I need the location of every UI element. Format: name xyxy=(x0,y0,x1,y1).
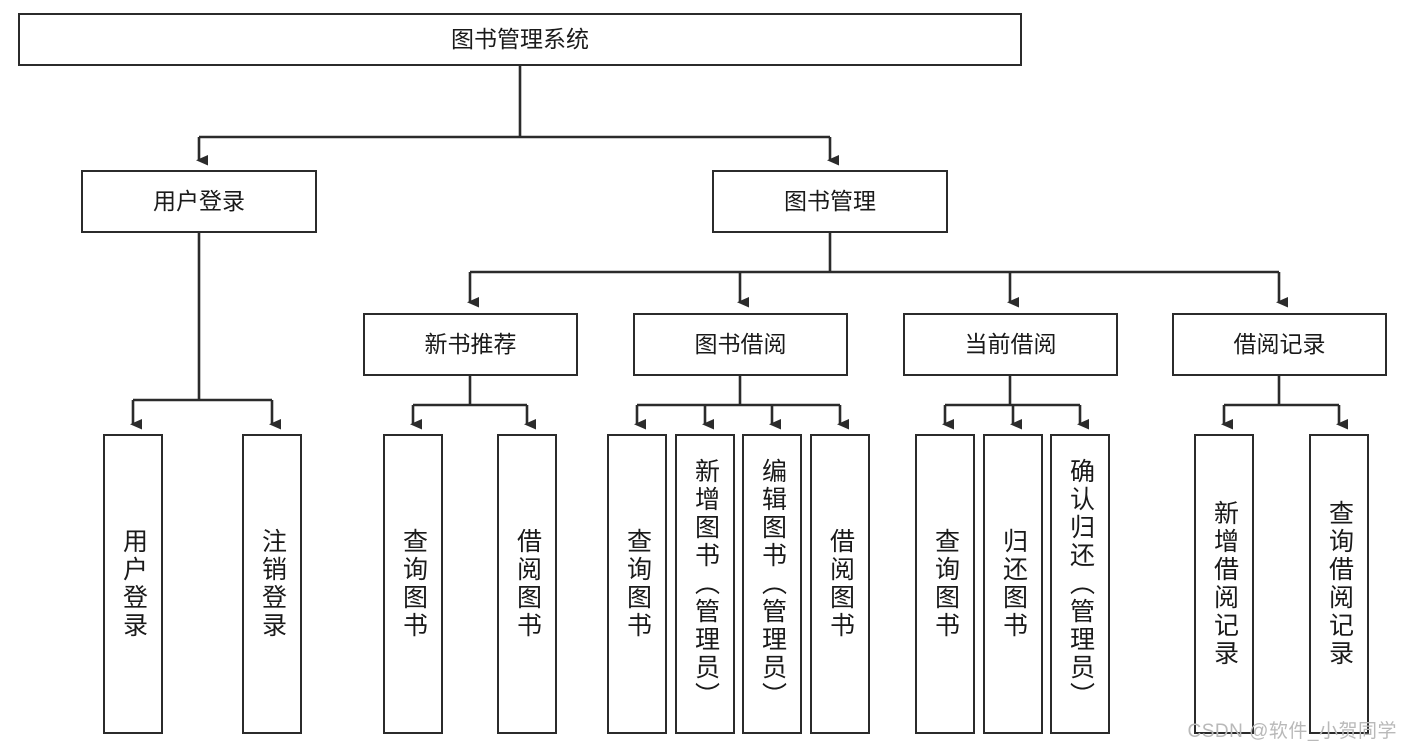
node-label: 新增图书（管理员） xyxy=(691,458,720,710)
node-label: 借阅记录 xyxy=(1233,330,1326,357)
node-book-borrow[interactable]: 图书借阅 xyxy=(633,313,848,376)
node-label: 查询图书 xyxy=(623,528,652,640)
leaf-query-book-current[interactable]: 查询图书 xyxy=(915,434,975,734)
leaf-edit-book[interactable]: 编辑图书（管理员） xyxy=(742,434,802,734)
node-label: 注销登录 xyxy=(258,528,287,640)
watermark: CSDN @软件_小贺同学 xyxy=(1187,721,1397,742)
leaf-query-book-recommend[interactable]: 查询图书 xyxy=(383,434,443,734)
leaf-borrow-book[interactable]: 借阅图书 xyxy=(810,434,870,734)
leaf-query-book-borrow[interactable]: 查询图书 xyxy=(607,434,667,734)
node-borrow-record[interactable]: 借阅记录 xyxy=(1172,313,1387,376)
leaf-logout[interactable]: 注销登录 xyxy=(242,434,302,734)
node-label: 新增借阅记录 xyxy=(1210,500,1239,668)
leaf-add-book[interactable]: 新增图书（管理员） xyxy=(675,434,735,734)
leaf-add-borrow-record[interactable]: 新增借阅记录 xyxy=(1194,434,1254,734)
node-label: 当前借阅 xyxy=(964,330,1057,357)
node-label: 归还图书 xyxy=(999,528,1028,640)
leaf-return-book[interactable]: 归还图书 xyxy=(983,434,1043,734)
node-label: 图书管理 xyxy=(784,187,876,214)
node-user-login[interactable]: 用户登录 xyxy=(81,170,317,233)
leaf-query-borrow-record[interactable]: 查询借阅记录 xyxy=(1309,434,1369,734)
leaf-confirm-return[interactable]: 确认归还（管理员） xyxy=(1050,434,1110,734)
node-label: 查询借阅记录 xyxy=(1325,500,1354,668)
node-current-borrow[interactable]: 当前借阅 xyxy=(903,313,1118,376)
node-label: 查询图书 xyxy=(399,528,428,640)
node-label: 用户登录 xyxy=(119,528,148,640)
leaf-user-login[interactable]: 用户登录 xyxy=(103,434,163,734)
node-book-management-system[interactable]: 图书管理系统 xyxy=(18,13,1022,66)
node-label: 确认归还（管理员） xyxy=(1066,458,1095,710)
node-label: 用户登录 xyxy=(153,187,245,214)
node-label: 图书借阅 xyxy=(694,330,787,357)
node-book-management[interactable]: 图书管理 xyxy=(712,170,948,233)
node-label: 编辑图书（管理员） xyxy=(758,458,787,710)
node-label: 借阅图书 xyxy=(513,528,542,640)
node-label: 新书推荐 xyxy=(424,330,517,357)
leaf-borrow-book-recommend[interactable]: 借阅图书 xyxy=(497,434,557,734)
node-label: 图书管理系统 xyxy=(451,25,589,52)
node-new-book-recommend[interactable]: 新书推荐 xyxy=(363,313,578,376)
node-label: 查询图书 xyxy=(931,528,960,640)
node-label: 借阅图书 xyxy=(826,528,855,640)
